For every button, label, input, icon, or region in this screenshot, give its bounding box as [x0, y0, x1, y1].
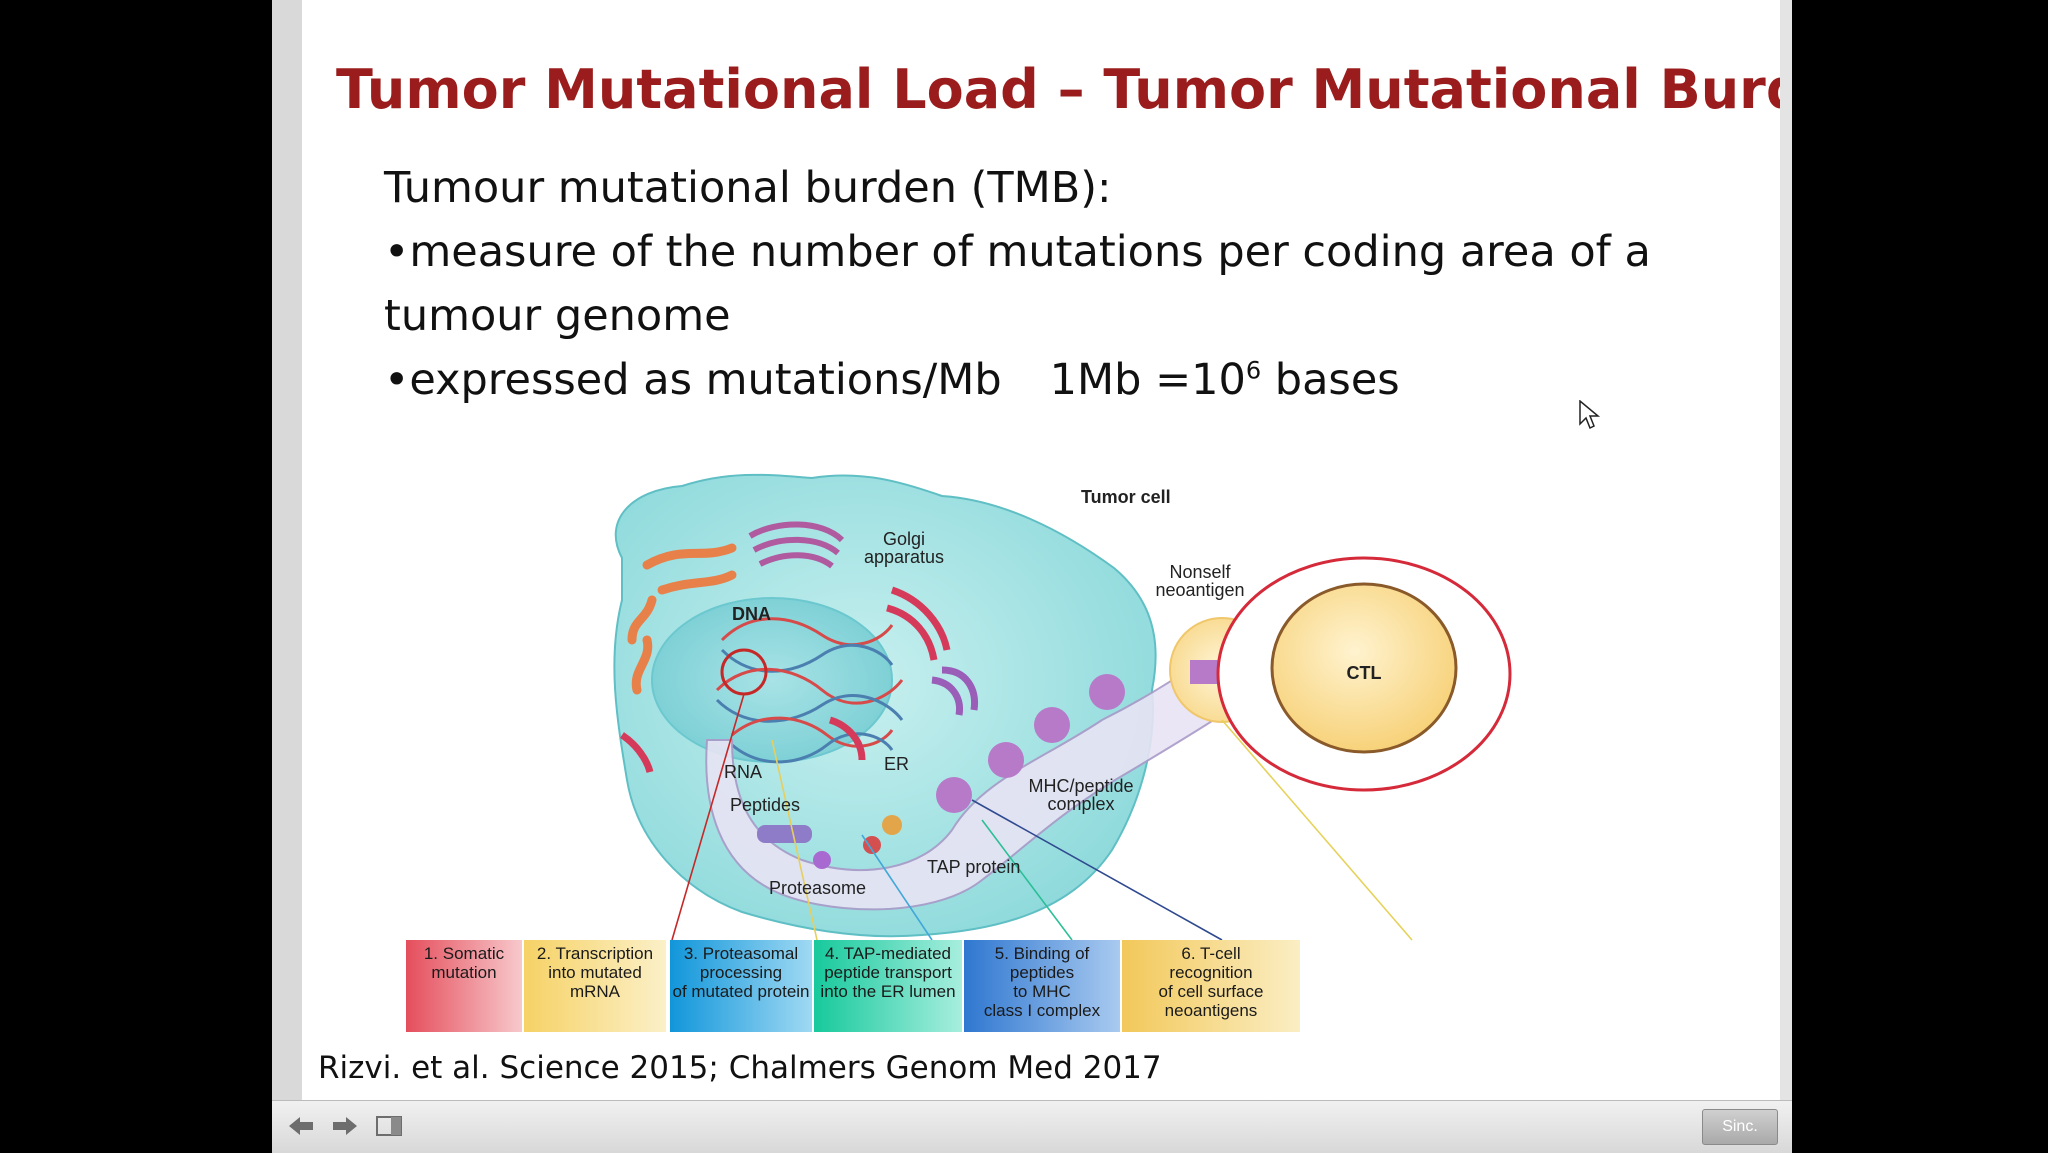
step-box-6	[1122, 940, 1300, 1032]
step-connectors	[671, 693, 1413, 941]
step-box-2	[524, 940, 666, 1032]
step-box-3	[670, 940, 812, 1032]
step-2-line-1: 2. Transcription	[537, 944, 653, 963]
label-proteasome: Proteasome	[769, 878, 866, 898]
exponent: 6	[1245, 356, 1262, 385]
step-2-line-3: mRNA	[570, 982, 621, 1001]
step-1-line-1: 1. Somatic	[424, 944, 505, 963]
dna-helix	[715, 617, 904, 764]
mouse-cursor-icon	[1579, 400, 1601, 430]
step-5-line-1: 5. Binding of	[995, 944, 1090, 963]
step-2-line-2: into mutated	[548, 963, 642, 982]
golgi-apparatus	[748, 521, 845, 569]
bases-text: bases	[1261, 355, 1400, 405]
slide: Tumor Mutational Load – Tumor Mutational…	[272, 0, 1792, 1100]
bullet-measure: •measure of the number of mutations per …	[384, 227, 1651, 277]
er-stacks	[619, 586, 951, 774]
label-ctl: CTL	[1347, 663, 1382, 683]
label-tap-protein: TAP protein	[927, 857, 1020, 877]
tmb-figure: Tumor cell Golgi apparatus DNA RNA Pepti…	[406, 473, 1512, 1032]
panel-toggle-icon[interactable]	[374, 1113, 404, 1139]
step-5-line-4: class I complex	[984, 1001, 1101, 1020]
label-rna: RNA	[724, 762, 762, 782]
ctl-cell	[1270, 582, 1458, 754]
mb-definition: 1Mb =10	[1049, 355, 1246, 405]
label-peptides: Peptides	[730, 795, 800, 815]
step-box-5	[964, 940, 1120, 1032]
step-6-line-1: 6. T-cell	[1181, 944, 1240, 963]
sync-button[interactable]: Sinc.	[1702, 1109, 1778, 1145]
step-6-line-4: neoantigens	[1165, 1001, 1258, 1020]
step-5-line-2: peptides	[1010, 963, 1074, 982]
expressed-text: •expressed as mutations/Mb	[384, 355, 1002, 405]
er-purple	[931, 666, 979, 716]
slide-title: Tumor Mutational Load – Tumor Mutational…	[336, 58, 1792, 121]
arrow-right-icon[interactable]	[330, 1113, 360, 1139]
label-golgi-2: apparatus	[864, 547, 944, 567]
step-4-line-3: into the ER lumen	[820, 982, 955, 1001]
step-1-line-2: mutation	[431, 963, 496, 982]
mitochondria	[627, 543, 737, 695]
step-box-4	[814, 940, 962, 1032]
label-tumor-cell: Tumor cell	[1081, 487, 1171, 507]
arrow-left-icon[interactable]	[286, 1113, 316, 1139]
label-dna: DNA	[732, 604, 771, 624]
citation: Rizvi. et al. Science 2015; Chalmers Gen…	[318, 1050, 1162, 1086]
mhc-peptide-complexes	[757, 674, 1125, 869]
step-6-line-2: recognition	[1169, 963, 1252, 982]
bullet-heading: Tumour mutational burden (TMB):	[384, 163, 1112, 213]
label-nonself-2: neoantigen	[1155, 580, 1244, 600]
label-mhc-1: MHC/peptide	[1028, 776, 1133, 796]
step-box-1	[406, 940, 522, 1032]
step-6-line-3: of cell surface	[1159, 982, 1264, 1001]
label-er: ER	[884, 754, 909, 774]
label-golgi-1: Golgi	[883, 529, 925, 549]
step-3-line-2: processing	[700, 963, 782, 982]
bullet-measure-cont: tumour genome	[384, 291, 731, 341]
step-4-line-1: 4. TAP-mediated	[825, 944, 951, 963]
step-5-line-3: to MHC	[1013, 982, 1071, 1001]
step-3-line-1: 3. Proteasomal	[684, 944, 798, 963]
bullet-expressed: •expressed as mutations/Mb 1Mb =106 bases	[384, 355, 1400, 405]
label-mhc-2: complex	[1047, 794, 1114, 814]
presentation-controls: Sinc.	[272, 1100, 1792, 1153]
step-3-line-3: of mutated protein	[672, 982, 809, 1001]
step-4-line-2: peptide transport	[824, 963, 952, 982]
label-nonself-1: Nonself	[1169, 562, 1231, 582]
